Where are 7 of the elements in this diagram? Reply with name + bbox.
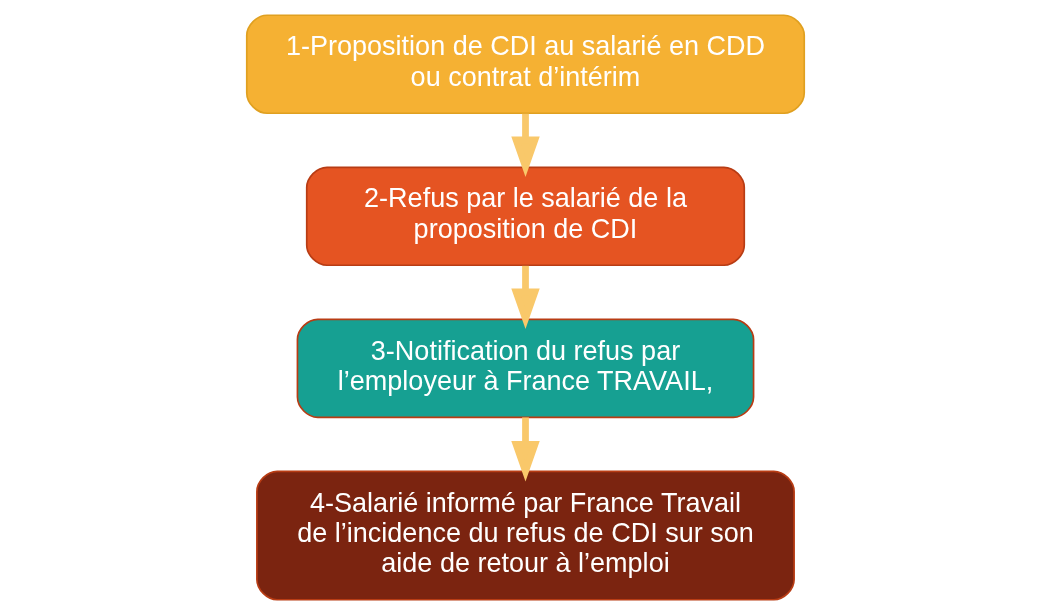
arrow [510,113,540,178]
node-box: 3-Notification du refus par l’employeur à France TRAVAIL, [296,318,754,419]
arrow [510,417,540,482]
node-box: 1-Proposition de CDI au salarié en CDD ou contrat d’intérim [245,14,805,115]
node-box: 2-Refus par le salarié de la proposition de CDI [305,166,745,267]
node-box: 4-Salarié informé par France Travail de l’incidence du refus de CDI sur son aide de retour à l’emploi [255,470,795,601]
arrow [510,265,540,330]
